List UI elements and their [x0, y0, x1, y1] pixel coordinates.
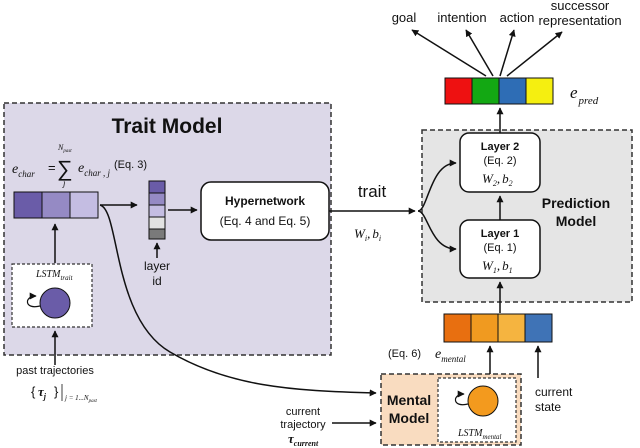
layer-id-cell-5 [148, 228, 166, 240]
sum-upper-limit: Npast [57, 143, 72, 154]
current-trajectory-label-1: current [286, 406, 320, 418]
current-state-cell [524, 313, 553, 343]
current-state-label-1: current [535, 385, 573, 399]
trait-label: trait [358, 182, 387, 201]
past-trajectories-set: { τj } j = 1...Npast [31, 384, 98, 404]
e-char-term: echar , j [78, 161, 110, 178]
arrow-to-intention [465, 29, 494, 77]
e-char-cell-1 [13, 191, 43, 219]
lstm-mental-loop-arrow [454, 390, 469, 406]
current-state-label-2: state [535, 400, 561, 414]
output-intention: intention [437, 10, 486, 25]
brace-left: { [31, 384, 36, 399]
e-char-lhs: echar [12, 162, 35, 179]
trait-weights-label: Wi,bi [354, 226, 381, 243]
brace-right: } [54, 384, 59, 399]
sum-symbol: ∑ [57, 156, 73, 181]
prediction-model-title-1: Prediction [542, 195, 610, 211]
layer-id-vector [148, 180, 166, 240]
arrow-to-goal [411, 29, 487, 77]
lstm-trait-label: LSTMtrait [35, 269, 74, 282]
e-pred-cell-2 [471, 77, 500, 105]
output-action: action [500, 10, 535, 25]
output-representation: representation [538, 13, 621, 28]
layer-id-cell-2 [148, 192, 166, 206]
prediction-model-title-2: Model [556, 213, 596, 229]
layer1-title: Layer 1 [481, 228, 520, 240]
arrow-trait-to-layer1 [417, 210, 457, 253]
range-subscript: j = 1...Npast [64, 394, 98, 404]
e-char-cell-2 [41, 191, 71, 219]
e-pred-label: epred [570, 83, 599, 107]
mental-model-title-2: Model [389, 410, 429, 426]
layer1-eq: (Eq. 1) [483, 242, 516, 254]
layer2-params: W2,b2 [482, 171, 513, 188]
lstm-mental-label: LSTMmental [457, 428, 502, 441]
layer-id-cell-4 [148, 216, 166, 230]
mental-model-title-1: Mental [387, 392, 431, 408]
layer2-title: Layer 2 [481, 141, 520, 153]
lstm-mental-circle [467, 385, 499, 417]
layer-label: layer [144, 259, 170, 273]
e-mental-cell-1 [443, 313, 472, 343]
arrow-to-successor [506, 31, 563, 77]
hypernetwork-box [200, 181, 330, 241]
tau-current: τcurrent [288, 431, 319, 448]
eq3-label: (Eq. 3) [114, 159, 147, 171]
e-pred-cell-4 [525, 77, 554, 105]
arrow-trait-to-layer2 [417, 159, 457, 212]
layer-id-cell-1 [148, 180, 166, 194]
hypernetwork-eq: (Eq. 4 and Eq. 5) [220, 214, 311, 228]
lstm-trait-circle [39, 287, 71, 319]
e-pred-cell-1 [444, 77, 473, 105]
arrow-to-action [499, 29, 516, 77]
hypernetwork-title: Hypernetwork [225, 194, 305, 208]
layer2-eq: (Eq. 2) [483, 155, 516, 167]
e-mental-cell-3 [497, 313, 526, 343]
e-char-vector [13, 191, 99, 219]
current-trajectory-label-2: trajectory [280, 419, 326, 431]
trait-model-title: Trait Model [112, 115, 223, 138]
e-char-cell-3 [69, 191, 99, 219]
lstm-trait-loop-arrow [26, 292, 41, 308]
e-pred-cell-3 [498, 77, 527, 105]
output-goal: goal [392, 10, 417, 25]
sum-lower-limit: j [62, 178, 66, 188]
arrow-echar-to-mental [99, 204, 377, 397]
output-successor: successor [551, 0, 610, 13]
e-pred-vector [444, 77, 554, 105]
e-mental-label: emental [435, 347, 466, 364]
layer1-params: W1,b1 [482, 258, 513, 275]
equals-sign: = [48, 160, 56, 175]
layer-id-cell-3 [148, 204, 166, 218]
tau-j: τj [38, 384, 47, 401]
layer-id-label: id [152, 274, 161, 288]
eq6-label: (Eq. 6) [388, 348, 421, 360]
e-mental-cell-2 [470, 313, 499, 343]
past-trajectories-label: past trajectories [16, 365, 94, 377]
